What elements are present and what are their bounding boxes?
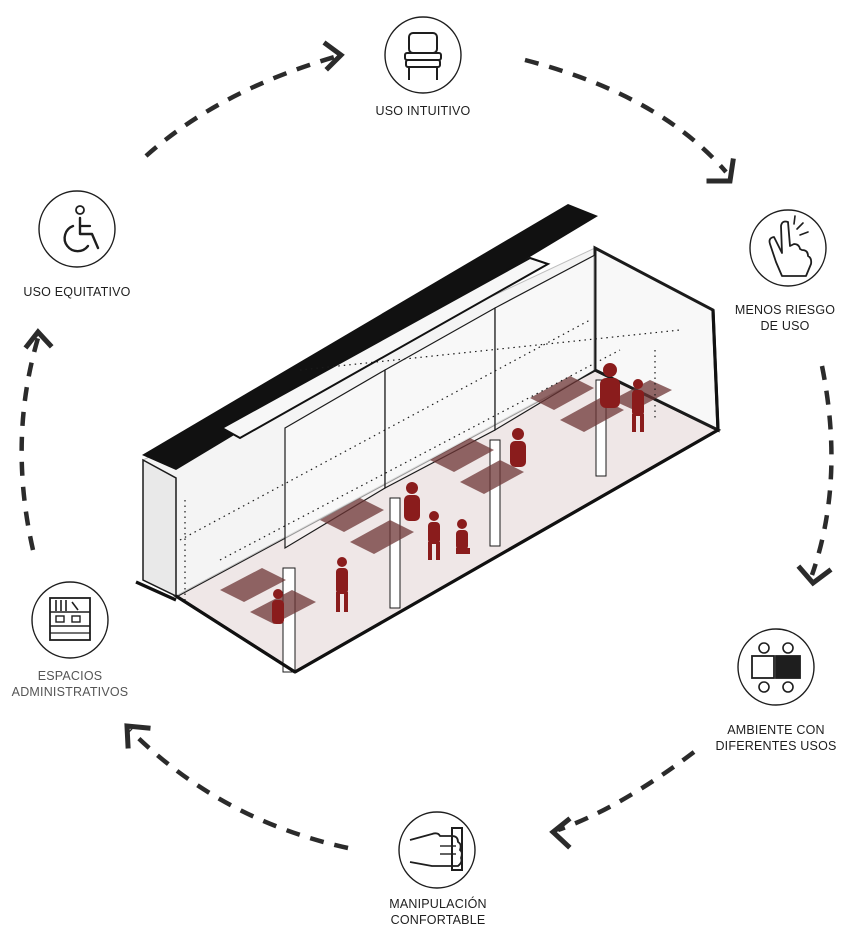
person <box>428 511 440 560</box>
left-wall <box>142 458 177 598</box>
dotted-details <box>179 319 681 600</box>
label-line: DE USO <box>760 319 810 333</box>
label-line: AMBIENTE CON <box>727 723 825 737</box>
arrow-riesgo-to-ambiente <box>809 365 834 576</box>
label-line: MENOS RIESGO <box>734 303 836 317</box>
label-ambiente: AMBIENTE CON DIFERENTES USOS <box>706 722 846 754</box>
label-line: CONFORTABLE <box>390 913 486 927</box>
label-line: USO INTUITIVO <box>375 104 471 118</box>
classroom-illustration <box>135 204 722 674</box>
table-chairs-icon <box>737 628 815 706</box>
person <box>336 557 348 612</box>
people <box>272 363 644 624</box>
person <box>272 589 284 624</box>
arrow-espacios-to-equitativo <box>19 337 41 551</box>
arrow-equitativo-to-intuitivo <box>144 53 339 158</box>
label-menos-riesgo: MENOS RIESGO DE USO <box>720 302 846 334</box>
hand-press-icon <box>398 811 476 889</box>
label-uso-intuitivo: USO INTUITIVO <box>353 103 493 119</box>
arrowhead-down <box>796 564 833 587</box>
shelving-icon <box>31 581 109 659</box>
arrow-intuitivo-to-riesgo <box>524 57 728 174</box>
arrowhead-left-bottom <box>549 816 572 850</box>
arrow-manipulacion-to-espacios <box>128 728 349 851</box>
arrowheads <box>23 40 833 850</box>
person <box>600 363 620 408</box>
roof-slab <box>142 204 598 470</box>
person <box>510 428 526 467</box>
label-line: DIFERENTES USOS <box>715 739 837 753</box>
arrowhead-up <box>23 328 54 350</box>
skylight <box>219 256 551 440</box>
label-line: USO EQUITATIVO <box>23 285 131 299</box>
label-line: MANIPULACIÓN <box>389 897 487 911</box>
chair-icon <box>384 16 462 94</box>
person <box>404 482 420 521</box>
label-uso-equitativo: USO EQUITATIVO <box>2 284 152 300</box>
label-line: ESPACIOS <box>37 669 103 683</box>
arrowhead-right-top <box>322 40 345 72</box>
label-espacios: ESPACIOS ADMINISTRATIVOS <box>0 668 140 700</box>
label-manipulacion: MANIPULACIÓN CONFORTABLE <box>368 896 508 928</box>
hand-touch-icon <box>749 209 827 287</box>
frame-edges <box>135 309 720 674</box>
arrowhead-up-left <box>124 723 151 749</box>
person <box>632 379 644 432</box>
cycle-arrows <box>19 53 834 851</box>
arrowhead-right-down <box>706 158 736 184</box>
person <box>456 519 470 554</box>
label-line: ADMINISTRATIVOS <box>11 685 129 699</box>
wheelchair-icon <box>38 190 116 268</box>
principle-icons <box>31 16 827 889</box>
arrow-ambiente-to-manipulacion <box>557 750 696 833</box>
